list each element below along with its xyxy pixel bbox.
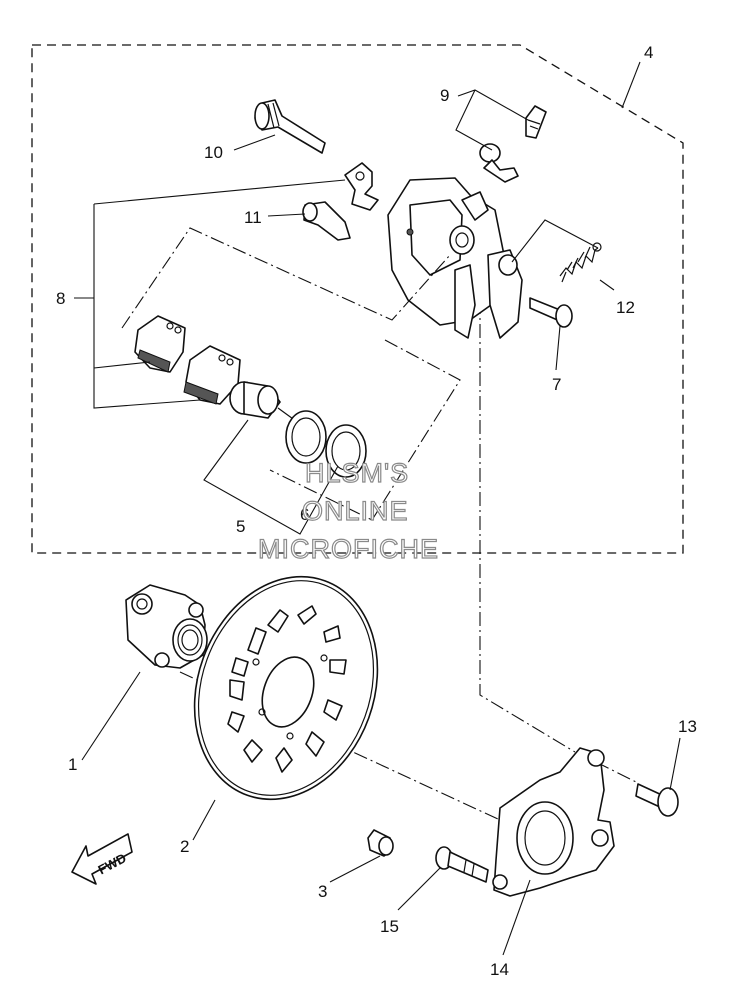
bracket-bolt — [435, 846, 489, 883]
caliper-assembly-boundary — [31, 44, 684, 554]
callout-4: 4 — [644, 43, 653, 62]
leader-11 — [267, 213, 306, 217]
leader-7 — [555, 325, 561, 371]
leader-group-12 — [511, 219, 615, 291]
callout-1: 1 — [68, 755, 77, 774]
watermark-line-2: ONLINE — [302, 496, 409, 526]
leader-14 — [502, 879, 531, 956]
leader-group-6-dashdot — [269, 339, 461, 521]
dust-seal — [325, 424, 367, 478]
caliper-piston — [229, 381, 301, 425]
alignment-line-bolt-13 — [595, 761, 637, 783]
callout-14: 14 — [490, 960, 509, 979]
callout-15: 15 — [380, 917, 399, 936]
callout-12: 12 — [616, 298, 635, 317]
leader-15 — [397, 867, 441, 911]
callout-5: 5 — [236, 517, 245, 536]
watermark-line-3: MICROFICHE — [258, 534, 439, 564]
brake-disc — [193, 575, 379, 801]
disc-slots — [227, 605, 347, 773]
leader-group-5-dashdot — [121, 227, 451, 329]
callout-6: 6 — [300, 505, 309, 524]
callout-3: 3 — [318, 882, 327, 901]
wheel-hub — [125, 584, 208, 669]
forward-direction-arrow: FWD — [71, 833, 133, 885]
disc-bolt — [367, 829, 394, 857]
callout-7: 7 — [552, 375, 561, 394]
mounting-bolt — [635, 783, 679, 817]
leader-13 — [669, 737, 681, 791]
pad-retainer-clip — [344, 162, 379, 211]
caliper-bracket — [492, 747, 615, 897]
leader-group-9 — [455, 89, 529, 151]
alignment-line-caliper-to-bracket — [479, 300, 576, 753]
lever-bolt — [529, 297, 573, 328]
callout-2: 2 — [180, 837, 189, 856]
leader-2 — [192, 799, 216, 841]
leader-group-8 — [74, 179, 346, 409]
leader-group-5 — [203, 419, 339, 535]
bleed-screw — [479, 105, 547, 183]
callout-8: 8 — [56, 289, 65, 308]
leader-1 — [81, 671, 141, 761]
callout-11: 11 — [244, 208, 262, 227]
brake-pad-inner — [134, 315, 186, 373]
watermark: HLSM'S ONLINE MICROFICHE — [257, 457, 439, 564]
leader-3 — [329, 855, 381, 883]
callout-10: 10 — [204, 143, 223, 162]
return-spring — [559, 242, 602, 283]
callout-13: 13 — [678, 717, 697, 736]
leader-10 — [233, 134, 276, 151]
caliper-body — [387, 177, 523, 339]
callout-9: 9 — [440, 86, 449, 105]
caliper-boot — [302, 201, 351, 241]
slide-pin-bolt — [254, 99, 326, 154]
watermark-line-1: HLSM'S — [305, 458, 409, 488]
brake-pad-outer — [183, 345, 241, 405]
leader-4 — [621, 61, 641, 109]
piston-seal — [285, 410, 327, 464]
